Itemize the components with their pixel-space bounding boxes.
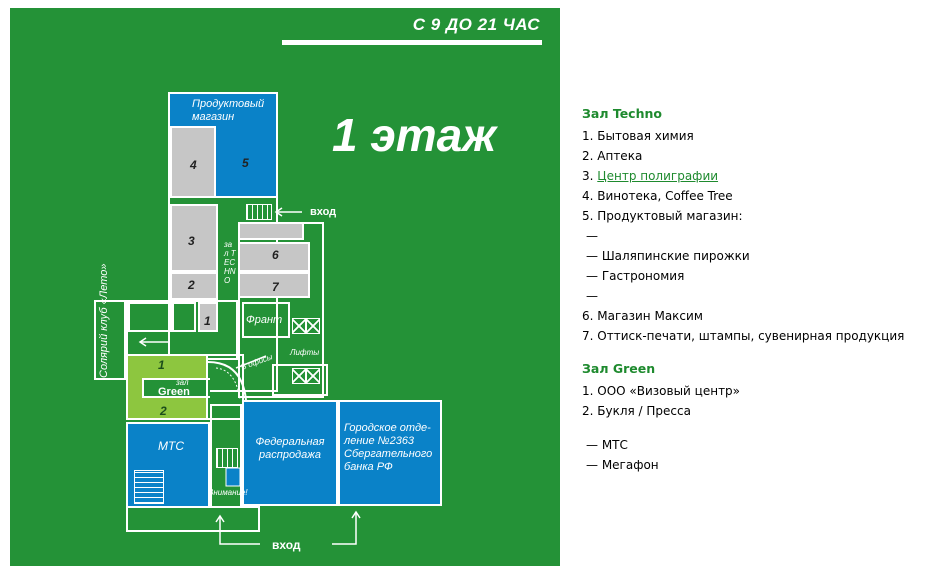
federal-sale[interactable] bbox=[242, 400, 338, 506]
legend-item: 1. Бытовая химия bbox=[582, 129, 694, 143]
mts-label: МТС bbox=[158, 439, 184, 453]
annex-top-block bbox=[238, 222, 304, 240]
offices-label: В офисы bbox=[240, 352, 274, 372]
shop-2-number: 2 bbox=[188, 278, 195, 292]
floor-map: С 9 ДО 21 ЧАС 1 этаж Продуктовый магазин… bbox=[10, 8, 560, 566]
shop-5-number: 5 bbox=[242, 156, 249, 170]
main-entrance-path-right bbox=[332, 512, 357, 545]
federal-sale-label: Федеральная распродажа bbox=[255, 436, 325, 461]
front-shop[interactable] bbox=[242, 302, 290, 338]
legend-item: 1. ООО «Визовый центр» bbox=[582, 384, 741, 398]
lift-corridor bbox=[272, 364, 328, 396]
central-passage bbox=[210, 404, 242, 508]
main-entrance-arrowhead-right bbox=[351, 510, 361, 519]
legend-item: 4. Винотека, Coffee Tree bbox=[582, 189, 733, 203]
legend-subitem: — bbox=[586, 229, 598, 243]
main-entrance-label[interactable]: вход bbox=[272, 538, 301, 552]
legend-subitem: — bbox=[586, 289, 598, 303]
shop-3[interactable] bbox=[170, 204, 218, 272]
solarium-arrowhead bbox=[138, 337, 147, 347]
legend-item-printing: 3. Центр полиграфии bbox=[582, 166, 904, 186]
legend-item: 5. Продуктовый магазин: bbox=[582, 209, 743, 223]
offices-arrow-line bbox=[235, 355, 267, 369]
info-kiosk bbox=[225, 467, 241, 487]
map-overlay-lines: В офисы bbox=[138, 207, 361, 545]
legend-item-number: 3. bbox=[582, 169, 594, 183]
green-shop-1-number: 1 bbox=[158, 358, 165, 372]
green-room-b bbox=[172, 302, 196, 332]
sberbank-branch[interactable] bbox=[338, 400, 442, 506]
beware-label: Внимание! bbox=[208, 488, 248, 497]
floor-title: 1 этаж bbox=[332, 109, 497, 161]
shop-3-number: 3 bbox=[188, 234, 195, 248]
grocery-label: Продуктовый магазин bbox=[192, 98, 265, 123]
front-label: Франт bbox=[246, 314, 283, 326]
shop-7-number: 7 bbox=[272, 280, 279, 294]
opening-hours: С 9 ДО 21 ЧАС bbox=[412, 15, 540, 34]
shop-1[interactable] bbox=[198, 302, 218, 332]
legend-item: 2. Аптека bbox=[582, 149, 643, 163]
solarium-club[interactable] bbox=[94, 300, 126, 380]
main-entrance-arrowhead-left bbox=[215, 514, 225, 523]
side-entrance-label[interactable]: вход bbox=[310, 206, 337, 218]
shop-4-number: 4 bbox=[190, 158, 197, 172]
printing-center-link[interactable]: Центр полиграфии bbox=[597, 169, 719, 183]
green-room-a bbox=[128, 302, 172, 332]
shop-4[interactable] bbox=[170, 126, 216, 198]
shop-7[interactable] bbox=[238, 272, 310, 298]
legend-subitem: — Шаляпинские пирожки bbox=[586, 249, 750, 263]
stairs-top bbox=[246, 204, 272, 220]
legend-subitem: — Гастрономия bbox=[586, 269, 685, 283]
shop-1-number: 1 bbox=[204, 314, 211, 328]
shop-6-number: 6 bbox=[272, 248, 279, 262]
lift-4 bbox=[306, 368, 320, 384]
main-entrance-path-left bbox=[219, 516, 260, 545]
side-entrance-arrowhead bbox=[274, 207, 283, 217]
legend-item: 2. Букля / Пресса bbox=[582, 404, 691, 418]
techno-hall-title: Зал Techno bbox=[582, 106, 662, 121]
legend-subitem: — Мегафон bbox=[586, 458, 659, 472]
green-hall-sign bbox=[142, 378, 210, 398]
legend-spacer bbox=[582, 346, 904, 361]
legend-item: 6. Магазин Максим bbox=[582, 309, 703, 323]
legend-item: 7. Оттиск-печати, штампы, сувенирная про… bbox=[582, 329, 905, 343]
lifts-label: Лифты bbox=[290, 348, 320, 357]
lift-3 bbox=[292, 368, 306, 384]
shop-6[interactable] bbox=[238, 242, 310, 272]
legend-subitem: — МТС bbox=[586, 438, 628, 452]
lift-1 bbox=[292, 318, 306, 334]
hours-underline bbox=[282, 40, 542, 45]
legend-spacer bbox=[582, 421, 904, 435]
techno-hall-label: зал TECHNO bbox=[224, 240, 236, 285]
shop-2[interactable] bbox=[170, 272, 218, 300]
green-hall-title: Зал Green bbox=[582, 361, 656, 376]
curved-wall bbox=[207, 361, 247, 401]
sberbank-label: Городское отде-ление №2363 Сбергательног… bbox=[344, 422, 433, 473]
green-brand: Green bbox=[158, 386, 190, 398]
green-hall-word: зал bbox=[176, 378, 189, 387]
green-shop-2-number: 2 bbox=[160, 404, 167, 418]
stairs-mts bbox=[134, 470, 164, 504]
bottom-corridor bbox=[126, 506, 260, 532]
lift-2 bbox=[306, 318, 320, 334]
store-legend: Зал Techno 1. Бытовая химия 2. Аптека 3.… bbox=[582, 106, 904, 475]
